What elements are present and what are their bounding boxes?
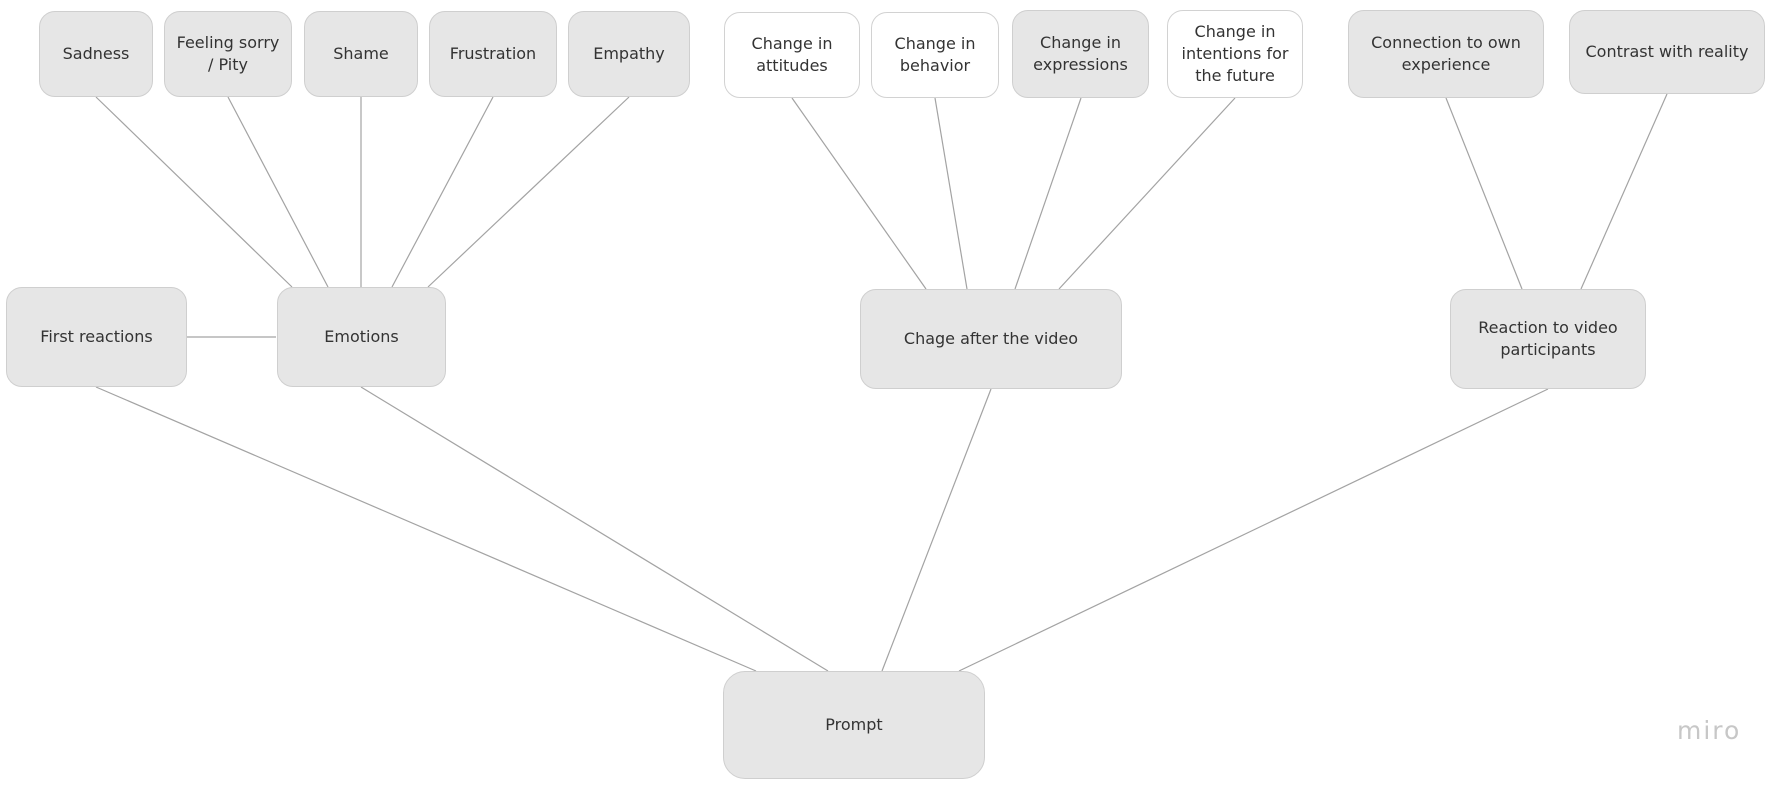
edge-attitudes-change [791,97,927,290]
node-connection-experience[interactable]: Connection to own experience [1348,10,1544,98]
node-change-after-video[interactable]: Chage after the video [860,289,1122,389]
node-change-attitudes[interactable]: Change in attitudes [724,12,860,98]
node-change-expressions[interactable]: Change in expressions [1012,10,1149,98]
edge-connection-reaction [1445,97,1523,290]
edge-frustration-emotions [391,96,494,288]
edge-change-prompt [881,388,992,672]
node-prompt[interactable]: Prompt [723,671,985,779]
edge-behavior-change [934,97,968,290]
edge-reaction-prompt [958,388,1549,672]
edge-emotions-prompt [360,386,829,672]
node-first-reactions[interactable]: First reactions [6,287,187,387]
node-empathy[interactable]: Empathy [568,11,690,97]
edge-empathy-emotions [427,96,630,288]
node-frustration[interactable]: Frustration [429,11,557,97]
edge-sadness-emotions [95,96,293,288]
node-feeling-sorry[interactable]: Feeling sorry / Pity [164,11,292,97]
node-shame[interactable]: Shame [304,11,418,97]
node-change-behavior[interactable]: Change in behavior [871,12,999,98]
edge-first-reactions-prompt [95,386,757,672]
edge-intentions-change [1058,97,1236,290]
edge-expressions-change [1014,97,1082,290]
node-emotions[interactable]: Emotions [277,287,446,387]
node-change-intentions[interactable]: Change in intentions for the future [1167,10,1303,98]
miro-watermark: miro [1677,716,1742,745]
edge-contrast-reaction [1580,93,1668,290]
node-reaction-participants[interactable]: Reaction to video participants [1450,289,1646,389]
node-contrast-reality[interactable]: Contrast with reality [1569,10,1765,94]
edge-feeling-sorry-emotions [227,96,329,288]
node-sadness[interactable]: Sadness [39,11,153,97]
